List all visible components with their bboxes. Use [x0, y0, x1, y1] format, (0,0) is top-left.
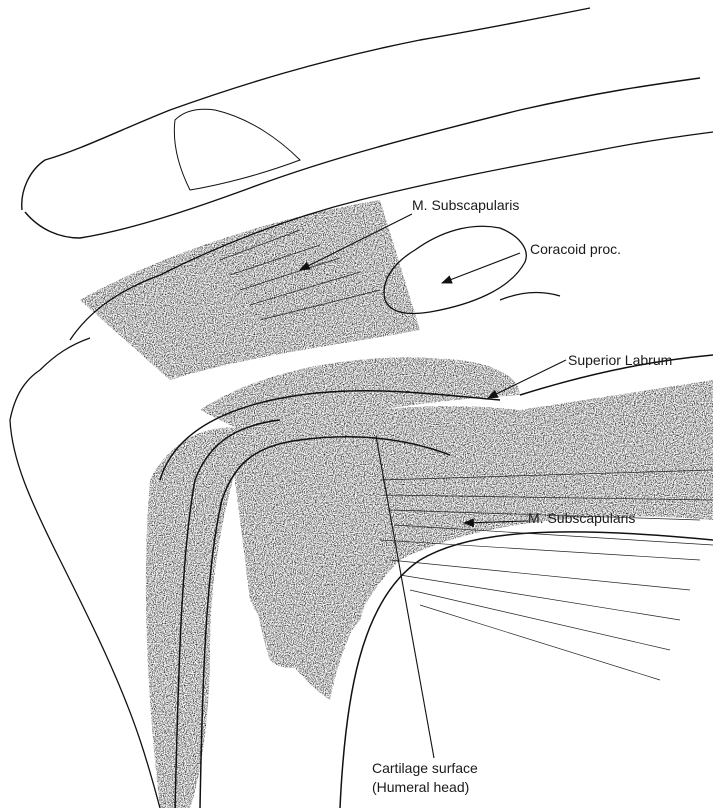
label-subscapularis-top: M. Subscapularis	[412, 197, 519, 214]
label-coracoid-proc: Coracoid proc.	[530, 241, 621, 258]
label-subscapularis-lower: M. Subscapularis	[528, 510, 635, 527]
shading-layer	[80, 200, 713, 808]
label-humeral-head: (Humeral head)	[372, 779, 469, 796]
leader-coracoid	[442, 253, 520, 283]
label-superior-labrum: Superior Labrum	[568, 352, 672, 369]
humerus-shade	[146, 427, 250, 808]
label-cartilage-surface: Cartilage surface	[372, 760, 478, 777]
